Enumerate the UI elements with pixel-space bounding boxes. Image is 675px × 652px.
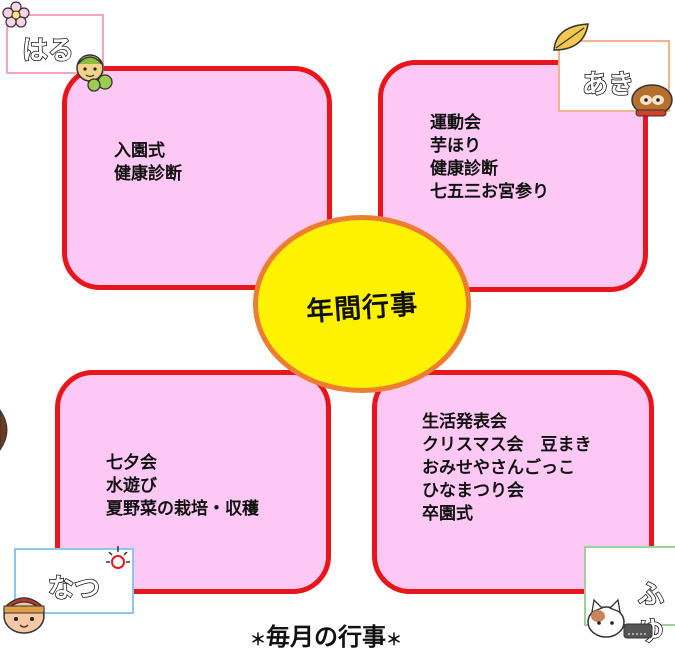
tanuki-icon [631, 84, 673, 117]
flower-icon [2, 1, 30, 28]
spring-panel [62, 66, 332, 290]
leaf-icon [553, 23, 589, 51]
summer-panel [55, 370, 331, 594]
spring-events: 入園式 健康診断 [114, 141, 182, 184]
center-title: 年間行事 [305, 289, 420, 328]
star-left-icon: ＊ [250, 630, 267, 649]
monthly-events-label: 毎月の行事 [266, 623, 387, 651]
person-icon [0, 409, 8, 451]
cat-icon [587, 598, 653, 639]
spring-tag-label: はる [21, 35, 75, 67]
autumn-events: 運動会 芋ほり 健康診断 七五三お宮参り [430, 113, 549, 202]
autumn-tag-label: あき [581, 69, 635, 101]
child-icon [3, 597, 45, 634]
summer-tag-label: なつ [47, 573, 101, 605]
monthly-events-title: ＊毎月の行事＊ [250, 617, 402, 652]
sun-icon [106, 546, 130, 569]
center-circle: 年間行事 [253, 215, 471, 393]
star-right-icon: ＊ [386, 630, 403, 649]
caterpillar-icon [76, 54, 113, 92]
winter-events: 生活発表会 クリスマス会 豆まき おみせやさんごっこ ひなまつり会 卒園式 [422, 412, 592, 524]
summer-events: 七夕会 水遊び 夏野菜の栽培・収穫 [106, 453, 259, 519]
